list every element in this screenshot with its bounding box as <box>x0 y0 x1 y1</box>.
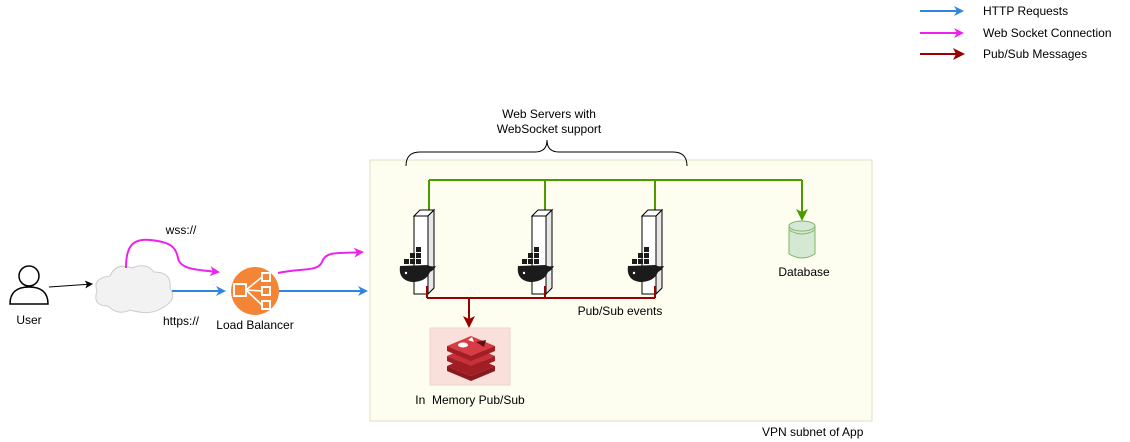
database-link-edges <box>428 179 808 221</box>
legend: HTTP Requests Web Socket Connection Pub/… <box>920 4 1112 61</box>
user-icon <box>9 265 49 305</box>
curly-brace <box>405 139 688 167</box>
legend-item-pubsub: Pub/Sub Messages <box>920 47 1087 61</box>
https-label: https:// <box>163 314 200 328</box>
database-icon <box>788 220 816 259</box>
user-node: User <box>9 265 49 327</box>
web-servers-label-line1: Web Servers with <box>502 107 596 121</box>
web-servers-group: Web Servers with WebSocket support <box>405 107 688 167</box>
database-node: Database <box>778 220 830 279</box>
vpn-subnet-label: VPN subnet of App <box>762 425 864 439</box>
legend-item-websocket: Web Socket Connection <box>920 26 1112 40</box>
pubsub-events-label: Pub/Sub events <box>578 304 663 318</box>
cloud-icon <box>95 265 174 314</box>
pubsub-node: In Memory Pub/Sub <box>415 327 525 407</box>
load-balancer-icon <box>231 267 279 315</box>
load-balancer-node: Load Balancer <box>216 267 294 332</box>
lb-websocket-edge <box>277 247 364 274</box>
user-to-cloud-arrow <box>48 280 93 289</box>
legend-label-http: HTTP Requests <box>983 4 1068 18</box>
redis-icon <box>447 336 495 381</box>
database-label: Database <box>778 265 830 279</box>
load-balancer-label: Load Balancer <box>216 318 293 332</box>
user-label: User <box>16 313 41 327</box>
legend-label-websocket: Web Socket Connection <box>983 26 1112 40</box>
web-servers-label-line2: WebSocket support <box>497 122 602 136</box>
legend-label-pubsub: Pub/Sub Messages <box>983 47 1087 61</box>
wss-connection-edge <box>125 238 220 277</box>
wss-label: wss:// <box>165 223 197 237</box>
pubsub-label: In Memory Pub/Sub <box>415 393 525 407</box>
pubsub-edges <box>426 286 656 328</box>
legend-item-http: HTTP Requests <box>920 4 1068 18</box>
